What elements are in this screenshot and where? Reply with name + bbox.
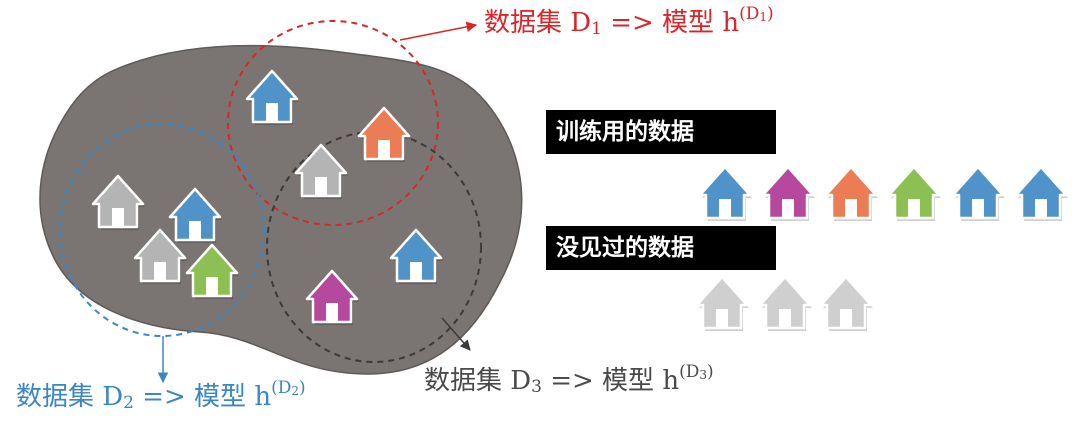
population-house-magenta-icon bbox=[305, 269, 359, 325]
training-house-blue-icon bbox=[698, 165, 752, 221]
population-house-blue-icon bbox=[389, 228, 443, 284]
training-data-label: 训练用的数据 bbox=[546, 110, 776, 154]
dataset-d2-circle bbox=[59, 123, 265, 337]
training-houses bbox=[698, 165, 1068, 221]
dataset-d1-circle bbox=[227, 20, 439, 226]
dataset-d1-caption: 数据集 D1 => 模型 h(D1) bbox=[484, 4, 774, 39]
unseen-house-light_gray-icon bbox=[819, 275, 873, 331]
dataset-d3-caption: 数据集 D3 => 模型 h(D3) bbox=[424, 362, 714, 397]
training-house-magenta-icon bbox=[761, 165, 815, 221]
unseen-data-label: 没见过的数据 bbox=[546, 226, 776, 270]
population-house-orange-icon bbox=[357, 106, 411, 162]
training-house-green-icon bbox=[887, 165, 941, 221]
population-house-gray-icon bbox=[133, 228, 187, 284]
training-house-orange-icon bbox=[824, 165, 878, 221]
unseen-house-light_gray-icon bbox=[695, 275, 749, 331]
d3-arrow bbox=[441, 317, 471, 351]
d1-arrow bbox=[399, 21, 478, 41]
population-house-blue-icon bbox=[168, 187, 222, 243]
unseen-houses bbox=[695, 275, 873, 331]
population-house-green-icon bbox=[185, 243, 239, 299]
population-house-gray-icon bbox=[91, 174, 145, 230]
training-house-blue-icon bbox=[951, 165, 1005, 221]
dataset-d2-caption: 数据集 D2 => 模型 h(D2) bbox=[16, 378, 306, 413]
population-house-blue-icon bbox=[245, 69, 299, 125]
unseen-house-light_gray-icon bbox=[758, 275, 812, 331]
population-house-gray-icon bbox=[294, 143, 348, 199]
training-house-blue-icon bbox=[1014, 165, 1068, 221]
population-houses bbox=[91, 69, 443, 325]
